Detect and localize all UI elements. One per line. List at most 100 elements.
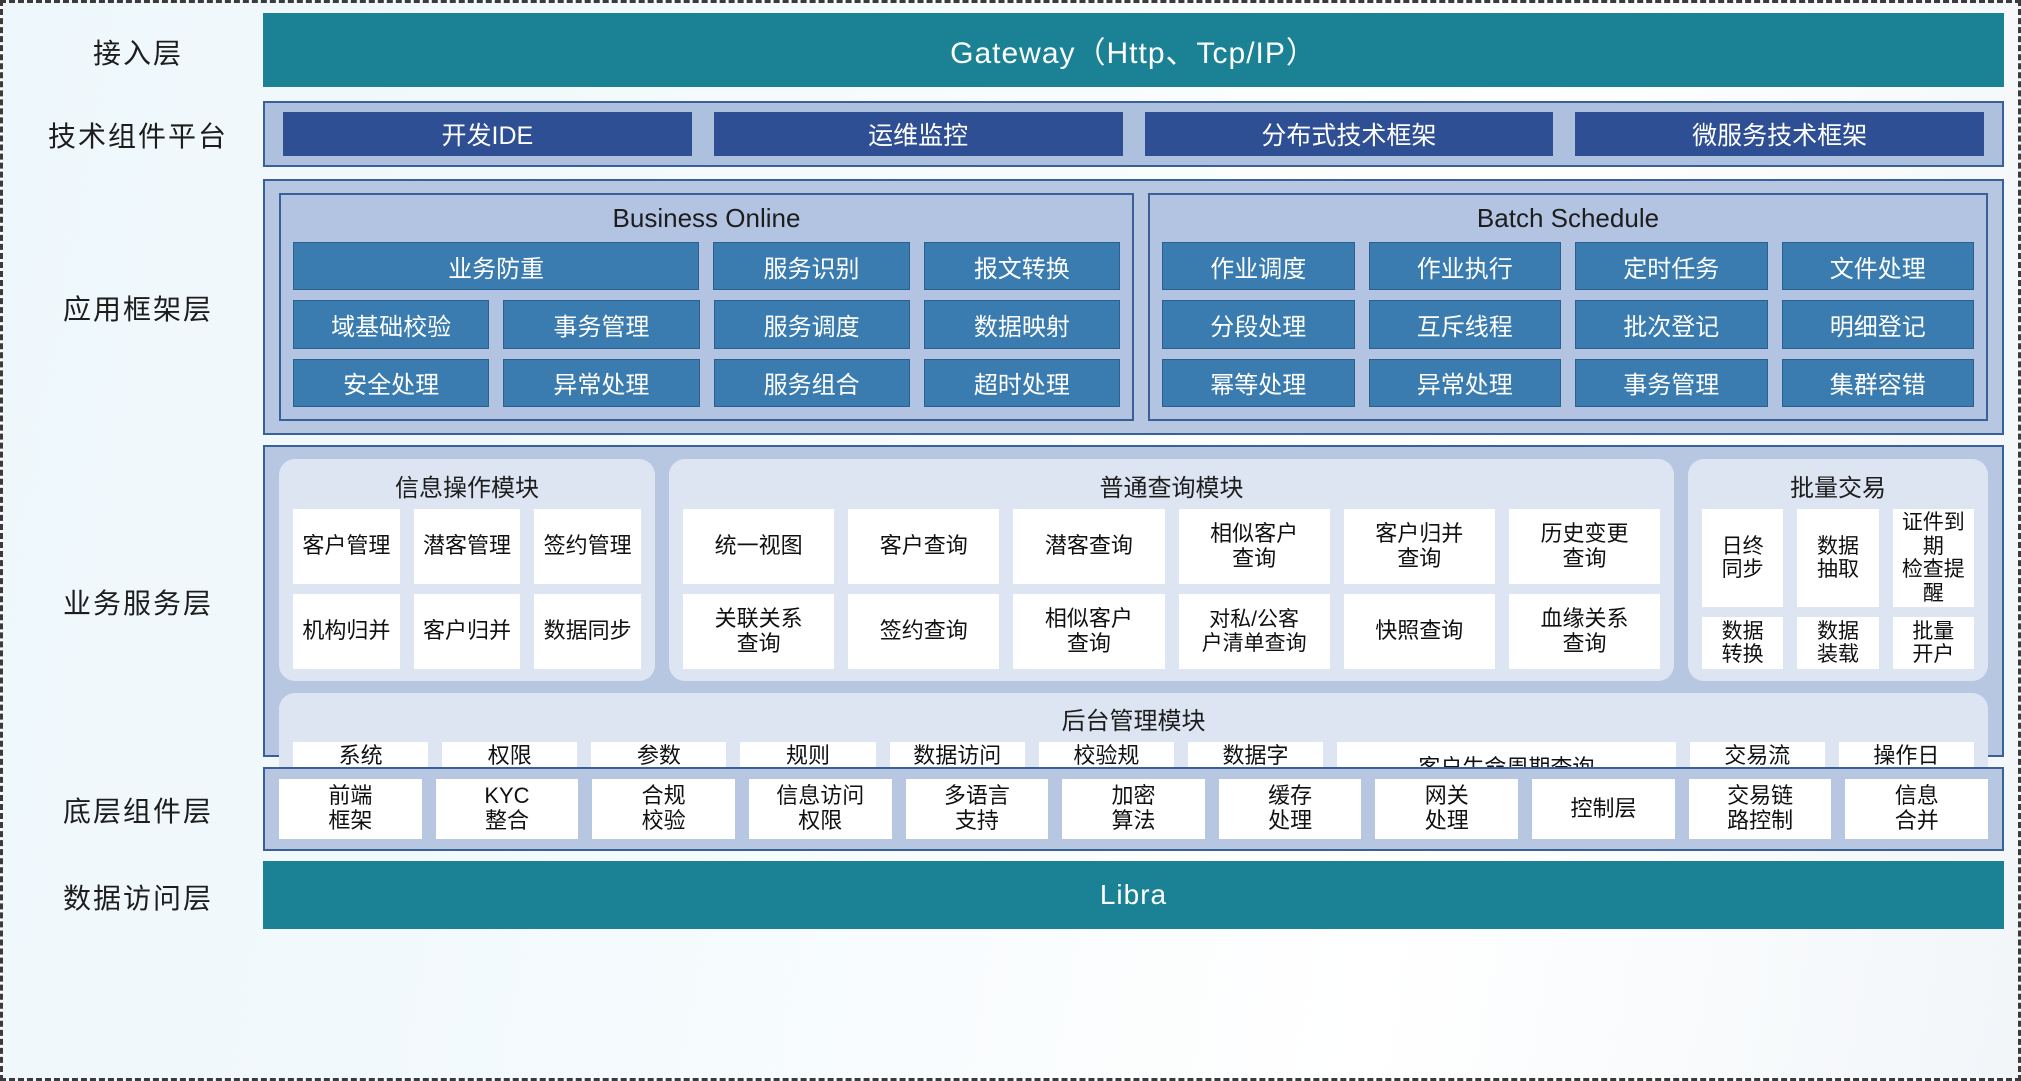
biz-cell-history-change-query[interactable]: 历史变更 查询	[1508, 509, 1661, 585]
biz-cell-similar-customer-query-2[interactable]: 相似客户 查询	[1013, 594, 1165, 670]
fw-cell-data-mapping[interactable]: 数据映射	[923, 300, 1120, 349]
biz-cell-contract-query[interactable]: 签约查询	[848, 594, 1000, 670]
fw-cell-detail-register[interactable]: 明细登记	[1781, 300, 1974, 349]
biz-cell-snapshot-query[interactable]: 快照查询	[1343, 594, 1495, 670]
layer-body-component: 前端 框架 KYC 整合 合规 校验 信息访问 权限 多语言 支持 加密 算法 …	[263, 767, 2004, 853]
batch-schedule-grid: 作业调度 作业执行 定时任务 文件处理 分段处理 互斥线程 批次登记 明细登记	[1162, 242, 1974, 407]
fw-cell-batch-register[interactable]: 批次登记	[1575, 300, 1768, 349]
fw-cell-message-transform[interactable]: 报文转换	[923, 242, 1120, 291]
layer-label-app-framework: 应用框架层	[62, 294, 213, 325]
biz-cell-prospect-query[interactable]: 潜客查询	[1013, 509, 1165, 585]
biz-cell-data-sync[interactable]: 数据同步	[534, 594, 642, 670]
comp-cell-kyc-integration[interactable]: KYC 整合	[435, 779, 579, 839]
fw-row: 域基础校验 事务管理 服务调度 数据映射	[293, 300, 1120, 349]
biz-cell-batch-account-open[interactable]: 批量 开户	[1892, 617, 1974, 670]
fw-cell-timeout-handling[interactable]: 超时处理	[923, 358, 1120, 407]
info-operations-grid: 客户管理 潜客管理 签约管理 机构归并 客户归并 数据同步	[293, 509, 642, 670]
fw-cell-domain-validation[interactable]: 域基础校验	[293, 300, 490, 349]
layer-tech-platform: 技术组件平台 开发IDE 运维监控 分布式技术框架 微服务技术框架	[13, 101, 2004, 169]
fw-cell-service-dispatch[interactable]: 服务调度	[713, 300, 910, 349]
spacer	[13, 91, 2004, 101]
layer-body-data-access: Libra	[263, 861, 2004, 933]
biz-cell-data-transform[interactable]: 数据 转换	[1702, 617, 1784, 670]
comp-cell-gateway-handling[interactable]: 网关 处理	[1375, 779, 1519, 839]
fw-cell-business-dedup[interactable]: 业务防重	[293, 242, 700, 291]
layer-app-framework: 应用框架层 Business Online 业务防重 服务识别 报文转换 域基础…	[13, 179, 2004, 437]
layer-label-data-access: 数据访问层	[62, 883, 213, 914]
layer-label-component: 底层组件层	[62, 796, 213, 827]
business-service-container: 信息操作模块 客户管理 潜客管理 签约管理 机构归并 客户归并 数据同步	[263, 445, 2004, 808]
panel-business-online: Business Online 业务防重 服务识别 报文转换 域基础校验 事务管…	[279, 193, 1134, 421]
layer-body-business-service: 信息操作模块 客户管理 潜客管理 签约管理 机构归并 客户归并 数据同步	[263, 445, 2004, 808]
component-layer-container: 前端 框架 KYC 整合 合规 校验 信息访问 权限 多语言 支持 加密 算法 …	[263, 767, 2004, 851]
fw-row: 安全处理 异常处理 服务组合 超时处理	[293, 358, 1120, 407]
app-framework-container: Business Online 业务防重 服务识别 报文转换 域基础校验 事务管…	[263, 179, 2004, 435]
panel-batch-schedule: Batch Schedule 作业调度 作业执行 定时任务 文件处理 分段处理 …	[1148, 193, 1988, 421]
business-service-top-row: 信息操作模块 客户管理 潜客管理 签约管理 机构归并 客户归并 数据同步	[279, 459, 1988, 682]
fw-row: 幂等处理 异常处理 事务管理 集群容错	[1162, 358, 1974, 407]
biz-cell-private-corporate-list-query[interactable]: 对私/公客 户清单查询	[1178, 594, 1330, 670]
fw-cell-file-handling[interactable]: 文件处理	[1781, 242, 1974, 291]
comp-cell-frontend-framework[interactable]: 前端 框架	[279, 779, 422, 839]
fw-cell-batch-transaction-mgmt[interactable]: 事务管理	[1575, 358, 1768, 407]
fw-cell-service-identify[interactable]: 服务识别	[713, 242, 910, 291]
comp-cell-multilanguage-support[interactable]: 多语言 支持	[905, 779, 1049, 839]
panel-title-business-online: Business Online	[612, 203, 801, 233]
libra-banner: Libra	[263, 861, 2004, 929]
card-batch-transaction: 批量交易 日终 同步 数据 抽取 证件到期 检查提醒 数据 转换 数据 装载 批…	[1688, 459, 1988, 682]
biz-cell-customer-mgmt[interactable]: 客户管理	[293, 509, 400, 585]
card-title-batch-transaction: 批量交易	[1790, 475, 1886, 502]
fw-cell-job-execute[interactable]: 作业执行	[1368, 242, 1561, 291]
tech-chip-distributed[interactable]: 分布式技术框架	[1144, 112, 1554, 156]
layer-access: 接入层 Gateway（Http、Tcp/IP）	[13, 13, 2004, 91]
layer-business-service: 业务服务层 信息操作模块 客户管理 潜客管理 签约管理 机构归并	[13, 445, 2004, 808]
biz-cell-prospect-mgmt[interactable]: 潜客管理	[413, 509, 521, 585]
comp-cell-control-layer[interactable]: 控制层	[1532, 779, 1675, 839]
layer-label-tech-platform: 技术组件平台	[47, 121, 228, 152]
biz-cell-data-extract[interactable]: 数据 抽取	[1797, 509, 1879, 608]
fw-cell-mutex-thread[interactable]: 互斥线程	[1368, 300, 1561, 349]
comp-cell-encryption-algorithm[interactable]: 加密 算法	[1062, 779, 1205, 839]
tech-chip-ide[interactable]: 开发IDE	[283, 112, 692, 156]
biz-cell-lineage-query[interactable]: 血缘关系 查询	[1508, 594, 1661, 670]
comp-cell-compliance-check[interactable]: 合规 校验	[592, 779, 735, 839]
spacer	[13, 437, 2004, 445]
fw-cell-security-handling[interactable]: 安全处理	[293, 358, 490, 407]
comp-cell-info-access-permission[interactable]: 信息访问 权限	[748, 779, 892, 839]
fw-cell-idempotent-handling[interactable]: 幂等处理	[1162, 358, 1355, 407]
spacer	[13, 853, 2004, 861]
fw-cell-service-composition[interactable]: 服务组合	[713, 358, 910, 407]
biz-cell-org-merge[interactable]: 机构归并	[293, 594, 400, 670]
fw-cell-segment-processing[interactable]: 分段处理	[1162, 300, 1355, 349]
spacer	[13, 169, 2004, 179]
biz-cell-relation-query[interactable]: 关联关系 查询	[683, 594, 835, 670]
fw-cell-batch-exception-handling[interactable]: 异常处理	[1368, 358, 1561, 407]
biz-cell-cert-expiry-reminder[interactable]: 证件到期 检查提醒	[1892, 509, 1974, 608]
tech-chip-ops-monitor[interactable]: 运维监控	[713, 112, 1123, 156]
fw-cell-transaction-mgmt[interactable]: 事务管理	[503, 300, 700, 349]
fw-cell-timed-task[interactable]: 定时任务	[1575, 242, 1768, 291]
biz-cell-unified-view[interactable]: 统一视图	[683, 509, 835, 585]
fw-cell-exception-handling[interactable]: 异常处理	[503, 358, 700, 407]
layer-data-access: 数据访问层 Libra	[13, 861, 2004, 933]
batch-transaction-grid: 日终 同步 数据 抽取 证件到期 检查提醒 数据 转换 数据 装载 批量 开户	[1702, 509, 1974, 670]
fw-cell-cluster-fault-tolerance[interactable]: 集群容错	[1781, 358, 1974, 407]
biz-cell-data-load[interactable]: 数据 装载	[1797, 617, 1879, 670]
comp-cell-cache-handling[interactable]: 缓存 处理	[1218, 779, 1362, 839]
comp-cell-transaction-chain-control[interactable]: 交易链 路控制	[1688, 779, 1832, 839]
biz-cell-customer-merge-query[interactable]: 客户归并 查询	[1343, 509, 1495, 585]
biz-cell-similar-customer-query[interactable]: 相似客户 查询	[1178, 509, 1330, 585]
tech-chip-microservice[interactable]: 微服务技术框架	[1575, 112, 1984, 156]
layer-label-business-service: 业务服务层	[62, 588, 213, 619]
biz-cell-customer-query[interactable]: 客户查询	[848, 509, 1000, 585]
gateway-banner: Gateway（Http、Tcp/IP）	[263, 13, 2004, 87]
fw-row: 作业调度 作业执行 定时任务 文件处理	[1162, 242, 1974, 291]
fw-cell-job-schedule[interactable]: 作业调度	[1162, 242, 1355, 291]
biz-cell-eod-sync[interactable]: 日终 同步	[1702, 509, 1784, 608]
layer-body-app-framework: Business Online 业务防重 服务识别 报文转换 域基础校验 事务管…	[263, 179, 2004, 437]
biz-cell-customer-merge[interactable]: 客户归并	[413, 594, 521, 670]
biz-cell-contract-mgmt[interactable]: 签约管理	[534, 509, 642, 585]
business-online-grid: 业务防重 服务识别 报文转换 域基础校验 事务管理 服务调度 数据映射 安全处理	[293, 242, 1120, 407]
comp-cell-info-merge[interactable]: 信息 合并	[1845, 779, 1989, 839]
